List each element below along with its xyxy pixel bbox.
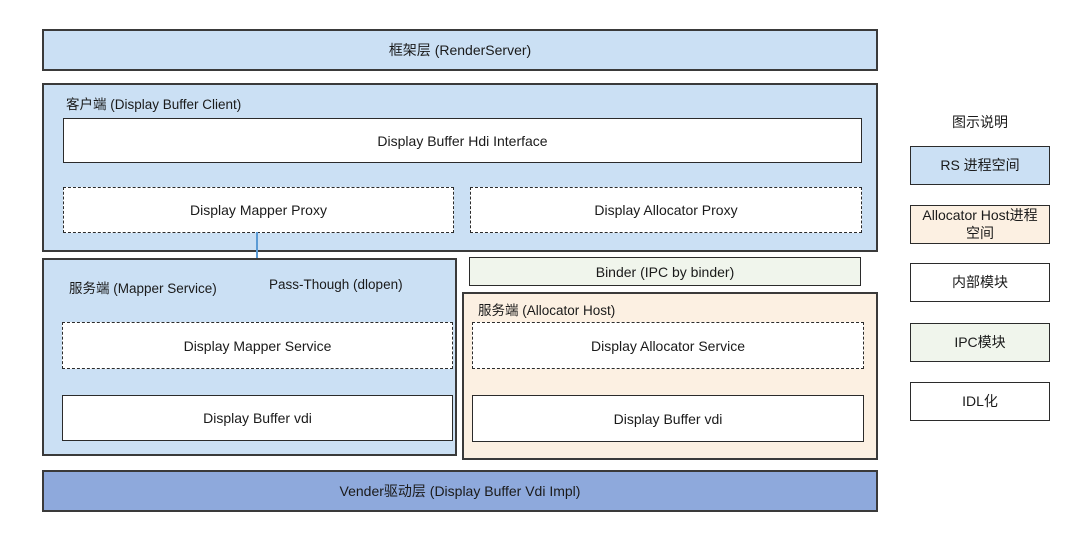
binder-ipc-label: Binder (IPC by binder) <box>595 263 735 280</box>
mapper-service-label: Display Mapper Service <box>183 337 332 354</box>
allocator-service-box: Display Allocator Service <box>472 322 864 369</box>
allocator-service-label: Display Allocator Service <box>590 337 746 354</box>
allocator-buffer-vdi-label: Display Buffer vdi <box>613 410 723 427</box>
legend-title: 图示说明 <box>952 114 1008 130</box>
allocator-host-container: 服务端 (Allocator Host) Display Allocator S… <box>462 292 878 460</box>
allocator-proxy-box: Display Allocator Proxy <box>470 187 862 233</box>
legend-ipc-module-label: IPC模块 <box>954 333 1006 350</box>
client-container: 客户端 (Display Buffer Client) Display Buff… <box>42 83 878 252</box>
mapper-proxy-box: Display Mapper Proxy <box>63 187 454 233</box>
legend-allocator-host-box: Allocator Host进程空间 <box>910 205 1050 244</box>
vendor-layer-bar: Vender驱动层 (Display Buffer Vdi Impl) <box>42 470 878 512</box>
binder-ipc-bar: Binder (IPC by binder) <box>469 257 861 286</box>
legend-internal-module-label: 内部模块 <box>952 273 1008 290</box>
legend-allocator-host-label: Allocator Host进程空间 <box>922 207 1038 241</box>
allocator-buffer-vdi-box: Display Buffer vdi <box>472 395 864 442</box>
legend-idl-box: IDL化 <box>910 382 1050 421</box>
mapper-buffer-vdi-box: Display Buffer vdi <box>62 395 453 441</box>
mapper-service-container-label: 服务端 (Mapper Service) <box>69 281 217 296</box>
mapper-service-container: 服务端 (Mapper Service) Pass-Though (dlopen… <box>42 258 457 456</box>
legend-rs-process-label: RS 进程空间 <box>940 156 1020 173</box>
mapper-proxy-label: Display Mapper Proxy <box>190 202 327 218</box>
vendor-layer-label: Vender驱动层 (Display Buffer Vdi Impl) <box>339 483 581 499</box>
legend-rs-process-box: RS 进程空间 <box>910 146 1050 185</box>
hdi-interface-label: Display Buffer Hdi Interface <box>377 132 548 149</box>
frame-layer-bar: 框架层 (RenderServer) <box>42 29 878 71</box>
legend-internal-module-box: 内部模块 <box>910 263 1050 302</box>
frame-layer-label: 框架层 (RenderServer) <box>388 42 532 58</box>
allocator-host-container-label: 服务端 (Allocator Host) <box>478 303 616 318</box>
legend-ipc-module-box: IPC模块 <box>910 323 1050 362</box>
legend-idl-label: IDL化 <box>962 392 998 409</box>
hdi-interface-box: Display Buffer Hdi Interface <box>63 118 862 163</box>
mapper-service-box: Display Mapper Service <box>62 322 453 369</box>
mapper-buffer-vdi-label: Display Buffer vdi <box>203 410 312 426</box>
pass-through-label: Pass-Though (dlopen) <box>269 277 403 292</box>
allocator-proxy-label: Display Allocator Proxy <box>594 202 738 218</box>
client-container-label: 客户端 (Display Buffer Client) <box>66 97 242 112</box>
